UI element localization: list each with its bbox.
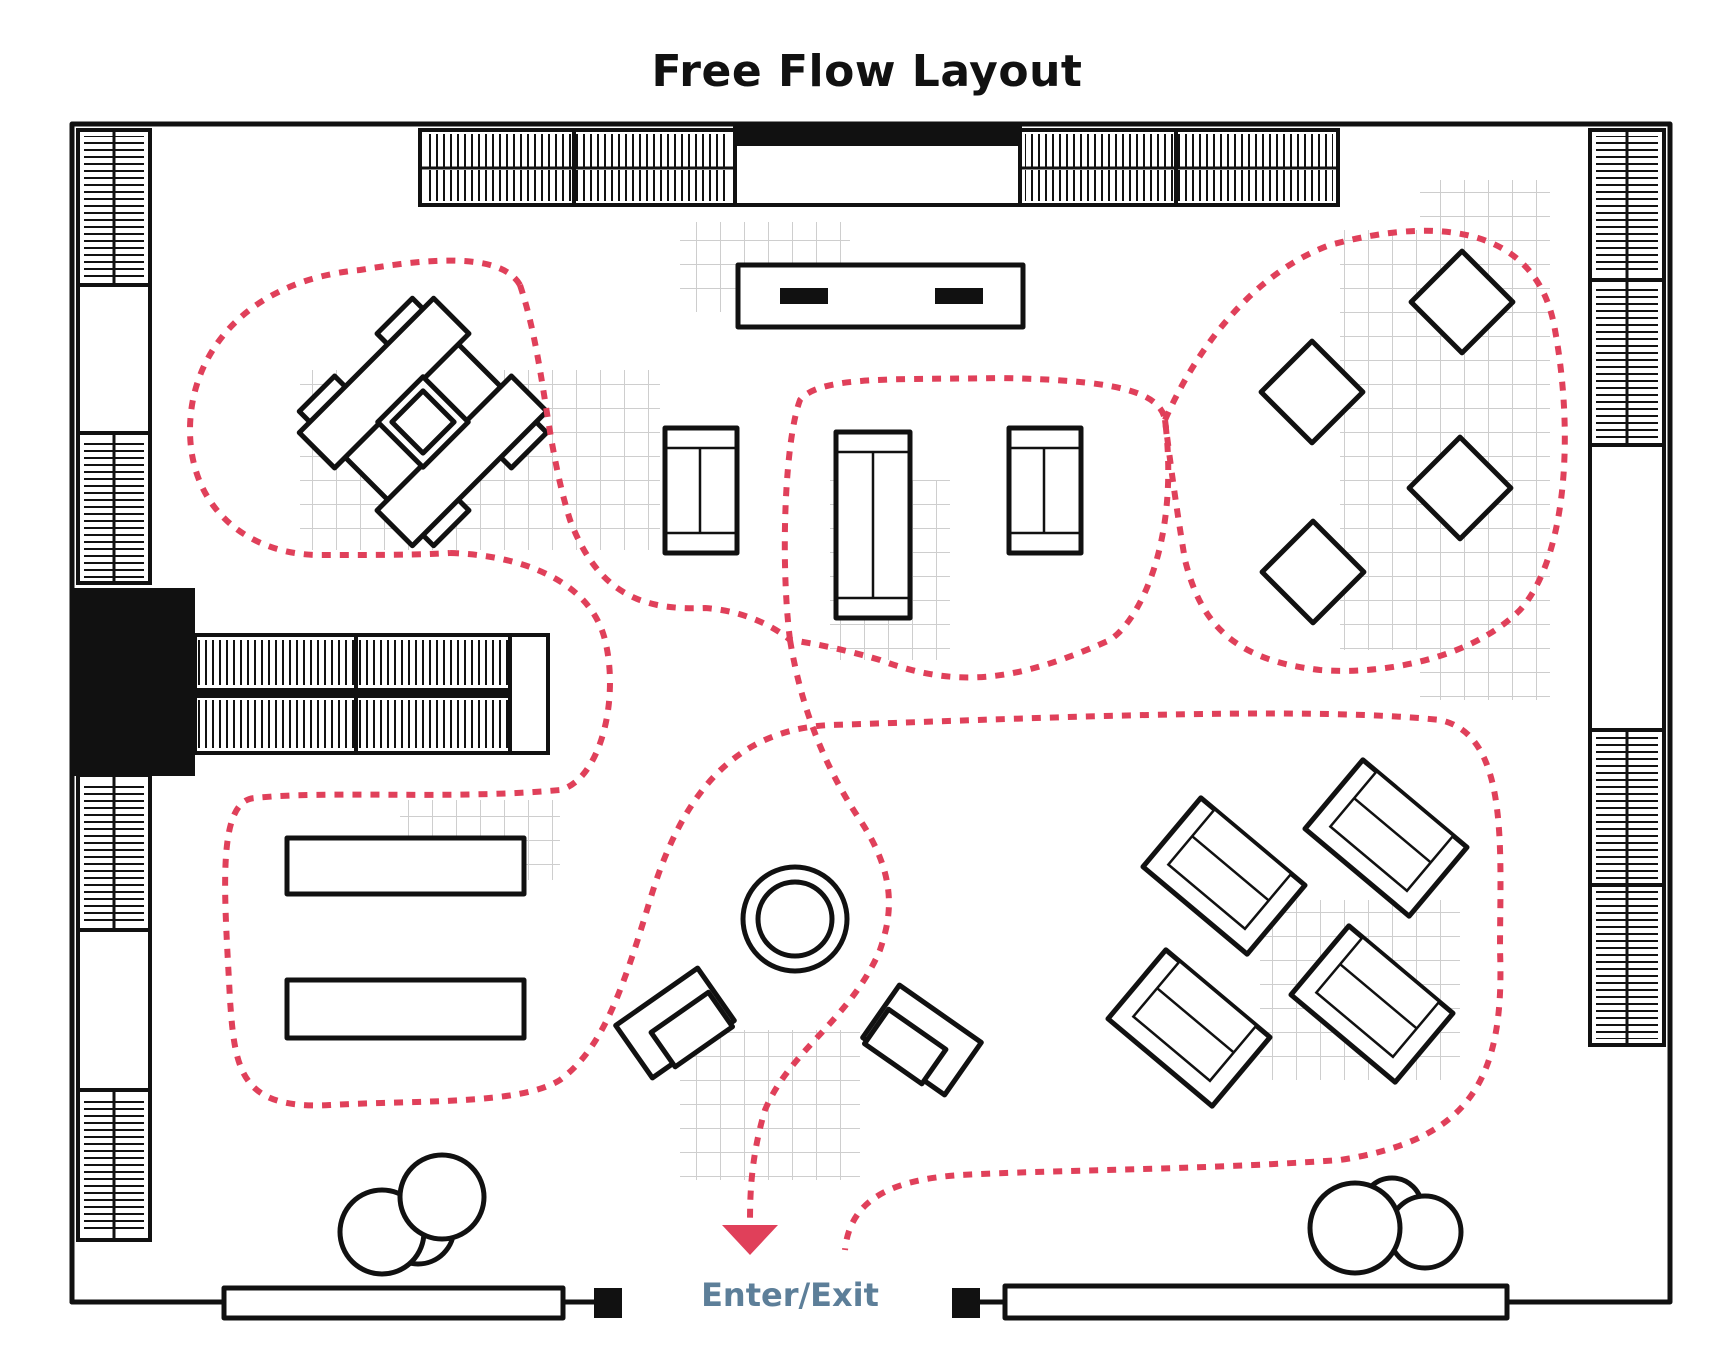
flow-right-loop (1162, 227, 1568, 674)
diagram-title: Free Flow Layout (651, 46, 1083, 97)
flow-center-loop (781, 374, 1172, 681)
fitting-room-block (72, 588, 195, 776)
round-table (740, 864, 850, 974)
customer-flow-path (186, 227, 1568, 1255)
plants-right (1307, 1175, 1464, 1276)
angled-sofas (1105, 757, 1470, 1109)
flow-loop-cross-tables (186, 257, 523, 559)
cash-counter (735, 262, 1026, 330)
flow-from-left-loop (517, 284, 793, 643)
top-wall-shelving (418, 126, 1340, 207)
double-clothing-rack (193, 633, 550, 755)
entrance-label: Enter/Exit (701, 1276, 879, 1314)
flow-loop-rack (222, 550, 1504, 1251)
lounge-chairs (613, 965, 984, 1098)
diamond-display-tables (1258, 248, 1516, 626)
plants-left (337, 1152, 487, 1277)
long-display-tables (284, 835, 527, 1041)
right-wall-shelving (1588, 128, 1666, 1047)
flow-exit-path (747, 639, 892, 1226)
cross-display-tables (296, 295, 550, 549)
center-display-units (662, 425, 1084, 621)
left-wall-shelving (76, 128, 152, 1242)
arrow-down-icon (722, 1225, 778, 1255)
entrance-doors (221, 1283, 1510, 1321)
